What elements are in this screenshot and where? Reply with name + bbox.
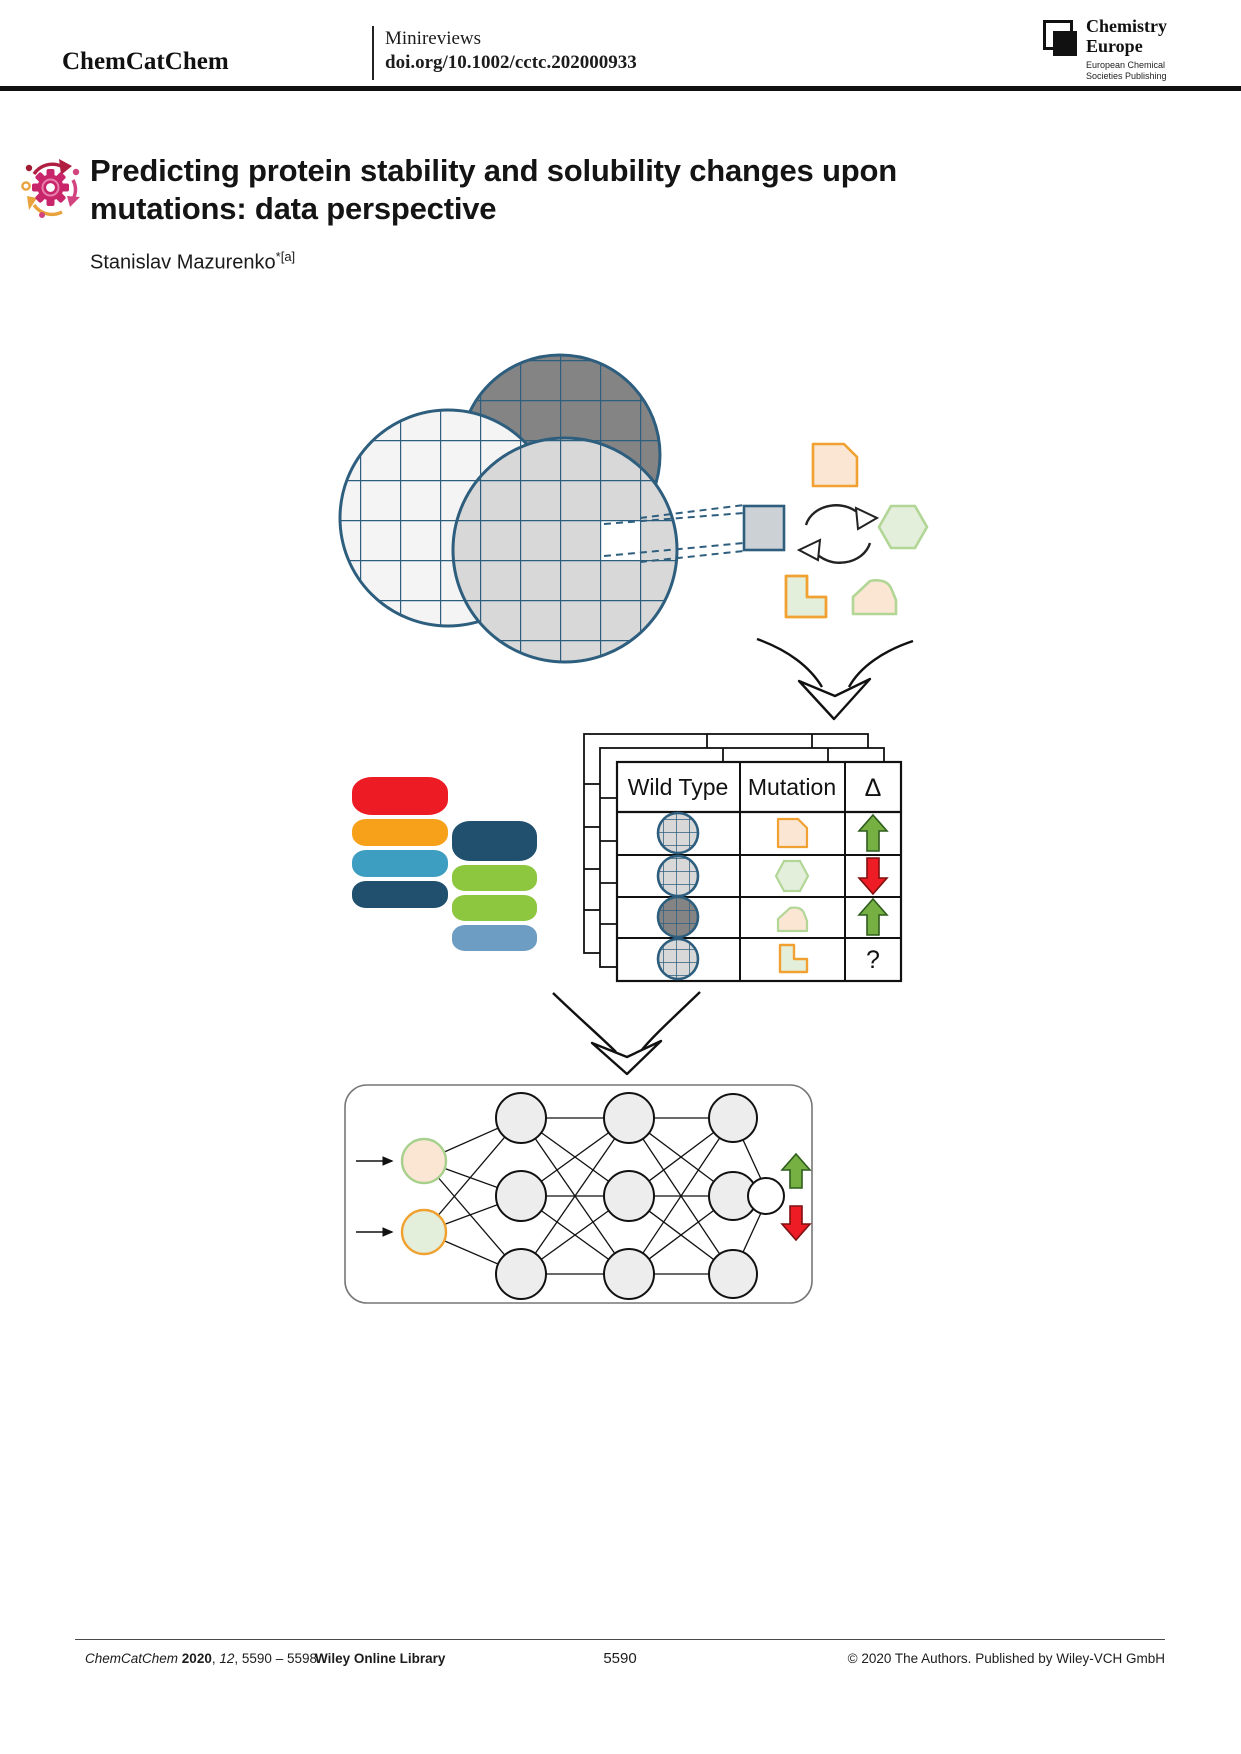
author-name: Stanislav Mazurenko	[90, 251, 276, 274]
journal-name: ChemCatChem	[62, 48, 229, 75]
table-row	[656, 854, 889, 898]
wild-type-grid-circle-icon	[656, 811, 700, 855]
database-stack-left	[352, 777, 448, 908]
wiley-online-library-label: Wiley Online Library	[315, 1651, 446, 1666]
publisher-name: Chemistry Europe	[1086, 16, 1167, 56]
wild-type-grid-circle-icon	[656, 854, 700, 898]
table-row: ?	[656, 937, 880, 981]
extracted-residue-cell	[742, 504, 786, 552]
nn-hidden-nodes	[495, 1092, 758, 1300]
article-meta: Minireviews doi.org/10.1002/cctc.2020009…	[385, 27, 637, 76]
mutation-cycle-icon	[796, 504, 880, 564]
wild-type-grid-circle-dark-icon	[656, 895, 700, 939]
mutation-green-hexagon-icon	[774, 859, 810, 893]
wild-type-grid-circle-icon	[656, 937, 700, 981]
author-line: Stanislav Mazurenko*[a]	[90, 249, 295, 275]
funnel-arrow-bottom	[552, 991, 701, 1076]
chemistry-europe-logo-icon	[1053, 31, 1077, 56]
header-divider	[372, 26, 374, 80]
footer: ChemCatChem 2020, 12, 5590 – 5598 Wiley …	[75, 1650, 1165, 1673]
nn-output-node	[747, 1177, 785, 1215]
mutation-shape-peach-pentagon	[851, 579, 898, 616]
table-row	[656, 895, 889, 939]
header-rule	[0, 86, 1241, 91]
database-stack-right	[452, 821, 537, 951]
nn-input-node-green	[400, 1208, 448, 1256]
prediction-down-icon	[780, 1205, 812, 1242]
prediction-up-icon	[780, 1152, 812, 1189]
gear-cycle-icon	[21, 159, 80, 218]
mutation-shape-green-l	[784, 574, 828, 619]
doi-link[interactable]: doi.org/10.1002/cctc.202000933	[385, 52, 637, 74]
delta-up-icon	[857, 897, 889, 936]
table-header-delta: Δ	[865, 774, 882, 802]
author-affiliation-mark: *[a]	[275, 249, 296, 264]
neural-network-diagram	[344, 1084, 813, 1304]
copyright-notice: © 2020 The Authors. Published by Wiley-V…	[847, 1651, 1165, 1666]
mutation-peach-pentagon-icon	[776, 906, 809, 933]
nn-input-node-peach	[400, 1137, 448, 1185]
mutation-green-l-icon	[778, 943, 809, 974]
publisher-tagline: European Chemical Societies Publishing	[1086, 60, 1167, 82]
protein-grid-circle-front	[451, 436, 679, 664]
mutation-shape-green-hexagon	[877, 504, 929, 550]
footer-citation: ChemCatChem 2020, 12, 5590 – 5598	[85, 1651, 317, 1666]
table-header-mutation: Mutation	[748, 774, 836, 800]
funnel-arrow-top	[756, 637, 914, 721]
mutation-data-table: Wild Type Mutation Δ	[615, 760, 903, 983]
footer-rule	[75, 1639, 1165, 1640]
delta-down-icon	[857, 857, 889, 896]
residue-callout-lines	[603, 504, 745, 563]
delta-unknown-label: ?	[866, 946, 880, 974]
page-number: 5590	[603, 1650, 637, 1667]
table-row	[656, 811, 889, 855]
mutation-orange-square-icon	[776, 817, 809, 849]
graphical-abstract-figure: Wild Type Mutation Δ	[338, 353, 929, 1304]
table-header-wild-type: Wild Type	[628, 774, 729, 800]
section-label: Minireviews	[385, 28, 482, 49]
mutation-shape-orange-square	[811, 442, 859, 488]
delta-up-icon	[857, 813, 889, 852]
article-title: Predicting protein stability and solubil…	[90, 153, 897, 226]
